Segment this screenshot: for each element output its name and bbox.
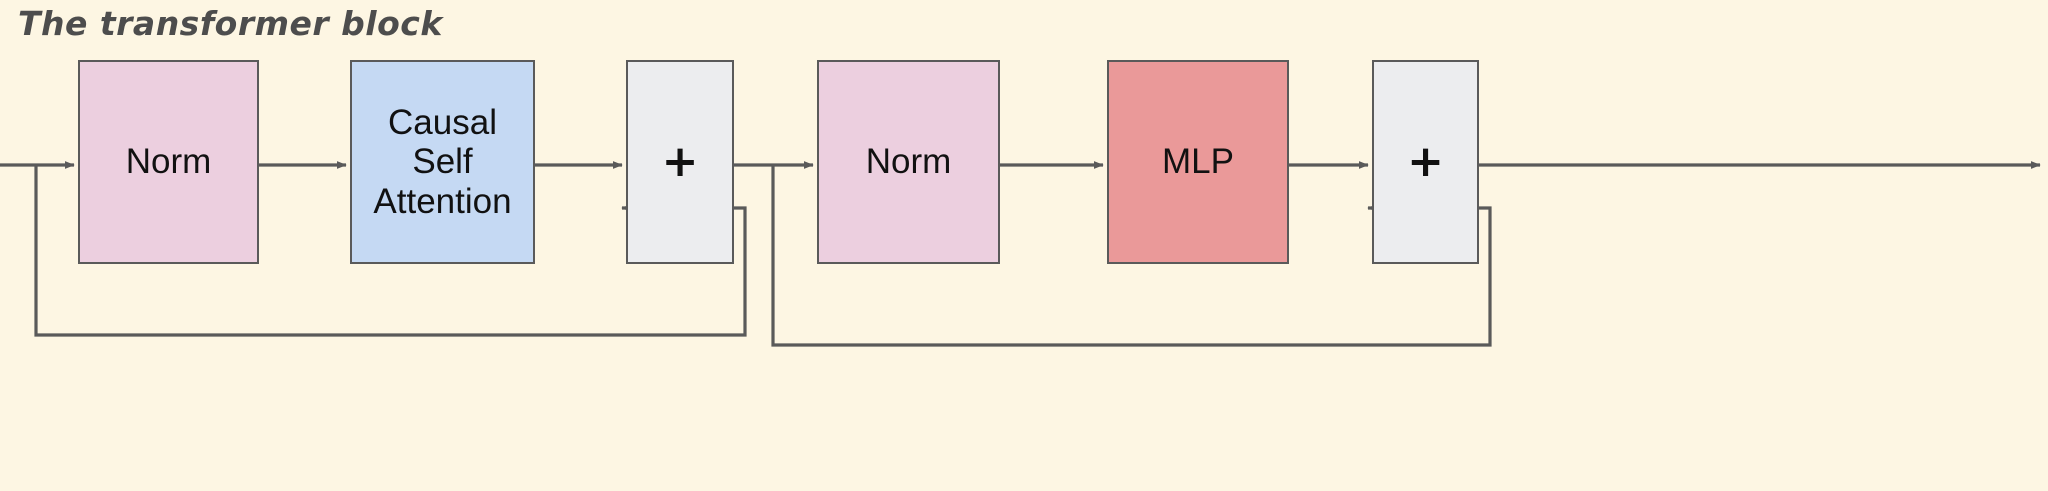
- node-norm-2[interactable]: Norm: [817, 60, 1000, 264]
- node-label: +: [661, 136, 699, 187]
- node-add-1[interactable]: +: [626, 60, 734, 264]
- page-title: The transformer block: [18, 4, 443, 43]
- node-label: Norm: [865, 142, 952, 182]
- node-label: Causal Self Attention: [373, 102, 512, 221]
- node-label: +: [1407, 136, 1444, 187]
- node-add-2[interactable]: +: [1372, 60, 1479, 264]
- node-label: MLP: [1162, 142, 1234, 182]
- node-label: Norm: [125, 142, 212, 182]
- node-mlp[interactable]: MLP: [1107, 60, 1289, 264]
- node-causal-self-attention[interactable]: Causal Self Attention: [350, 60, 535, 264]
- node-norm-1[interactable]: Norm: [78, 60, 259, 264]
